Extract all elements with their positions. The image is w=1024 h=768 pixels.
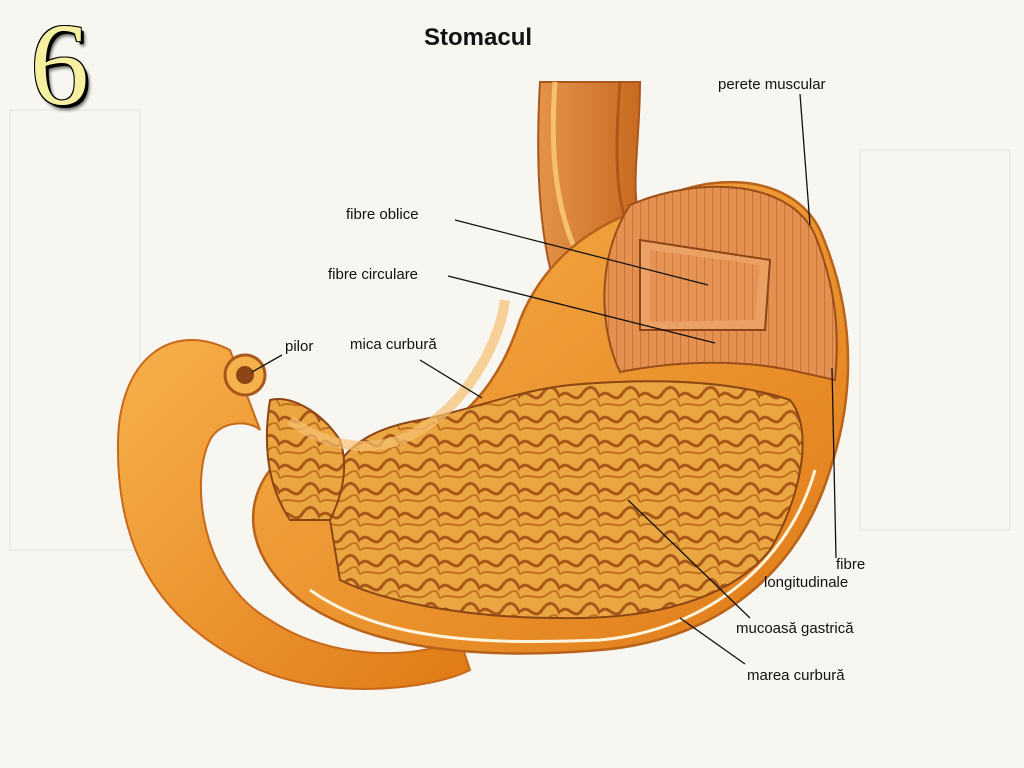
pyloric-canal <box>265 398 346 521</box>
leader-lines <box>251 93 837 665</box>
label-perete-muscular: perete muscular <box>718 76 826 93</box>
label-pilor: pilor <box>285 338 314 355</box>
slide-number: 6 <box>30 0 89 130</box>
background-watermark <box>9 109 1011 551</box>
gastric-mucosa <box>327 380 804 620</box>
diagram-title: Stomacul <box>424 24 533 51</box>
label-marea-curbura: marea curbură <box>747 667 845 684</box>
label-fibre-longitudinale-line1: fibre <box>836 556 866 573</box>
label-fibre-longitudinale-line2: longitudinale <box>764 574 849 591</box>
label-mucoasa-gastrica: mucoasă gastrică <box>736 620 854 637</box>
label-mica-curbura: mica curbură <box>350 336 437 353</box>
label-fibre-oblice: fibre oblice <box>346 206 419 223</box>
duodenum-shape <box>116 339 472 690</box>
label-fibre-circulare: fibre circulare <box>328 266 419 283</box>
